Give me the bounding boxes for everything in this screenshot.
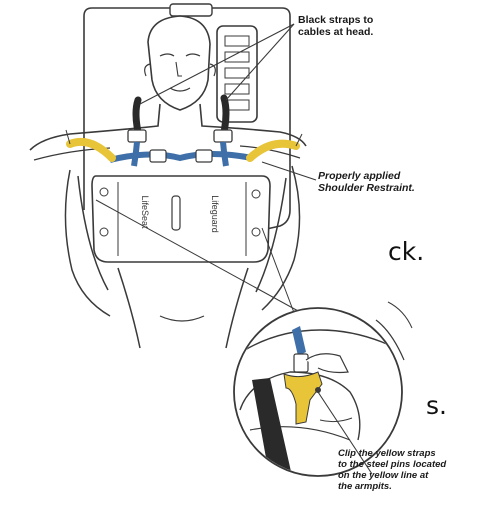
blue-strap-cross bbox=[110, 154, 252, 160]
body-text-fragment-1: ck. bbox=[388, 238, 424, 266]
brand-label-right: Lifeguard bbox=[210, 195, 220, 233]
chest-restraint-panel bbox=[92, 176, 270, 262]
leader-shoulder-restraint bbox=[262, 162, 316, 180]
callout-black-straps: Black straps to cables at head. bbox=[298, 14, 373, 38]
black-strap-right bbox=[224, 98, 226, 132]
brand-label-left: LifeSeat bbox=[140, 195, 150, 229]
callout-shoulder-restraint: Properly applied Shoulder Restraint. bbox=[318, 170, 415, 194]
callout-yellow-straps: Clip the yellow straps to the steel pins… bbox=[338, 448, 446, 492]
patient-head bbox=[148, 16, 210, 110]
black-strap-left bbox=[136, 100, 138, 132]
body-text-fragment-2: s. bbox=[426, 392, 447, 420]
backboard-top-handle bbox=[170, 4, 212, 16]
